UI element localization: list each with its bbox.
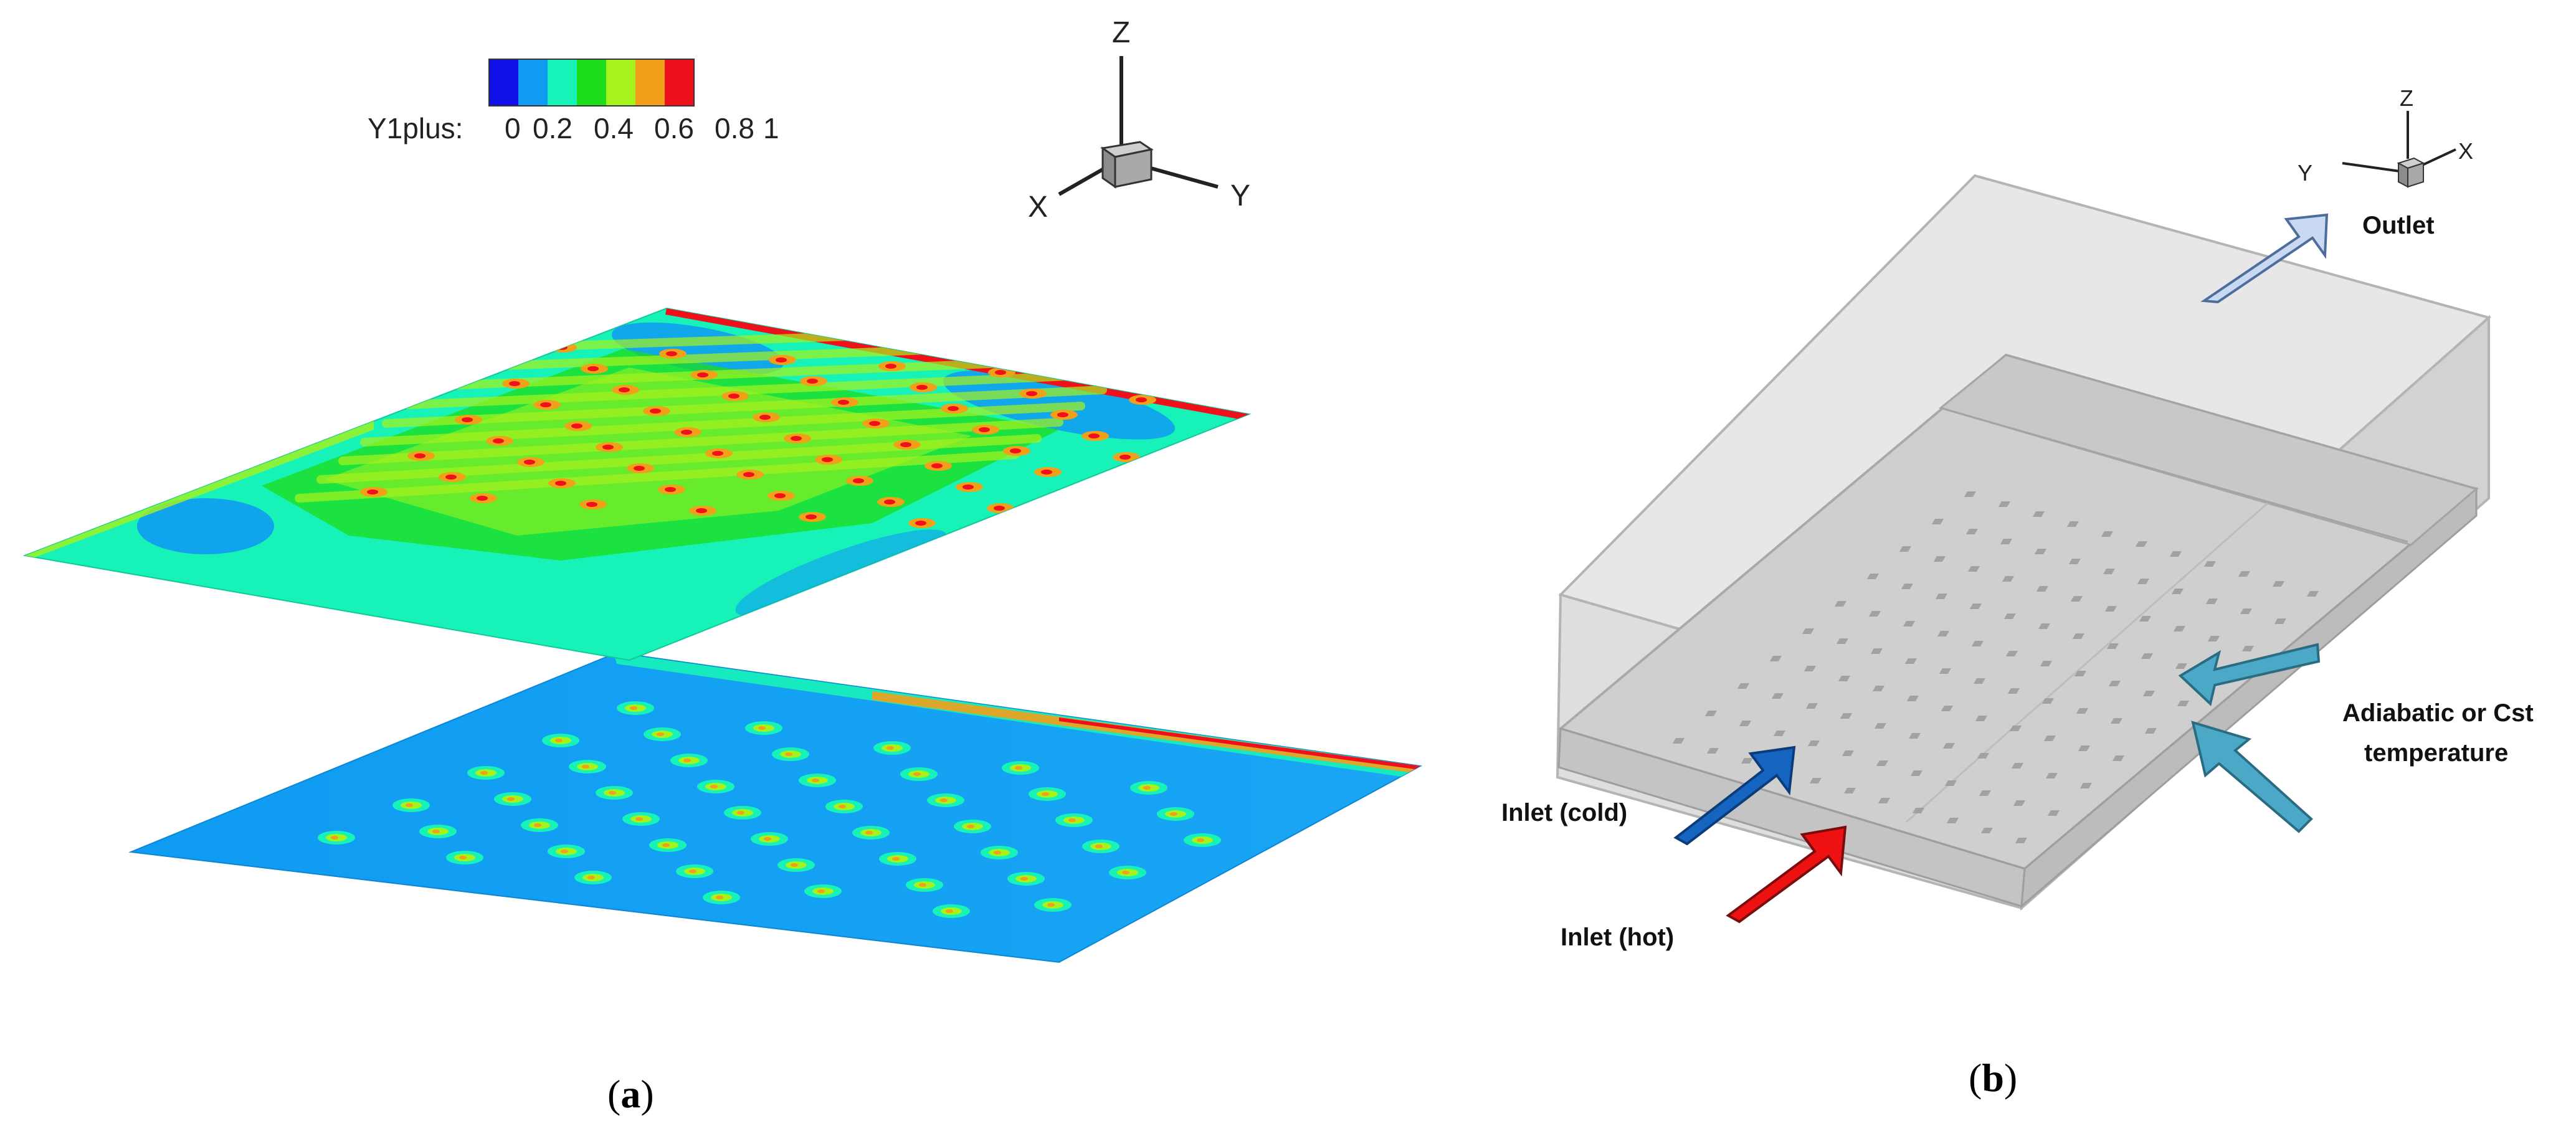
- legend-label: Y1plus:: [368, 112, 463, 144]
- legend-tick-label: 0.2: [533, 112, 573, 144]
- legend-swatch: [577, 59, 606, 106]
- label-wall-line1: Adiabatic or Cst: [2342, 699, 2534, 727]
- wall-arrow-upper: [2178, 643, 2321, 706]
- y1plus-color-legend: Y1plus: 0 0.2 0.4 0.6 0.8 1: [368, 59, 779, 144]
- legend-tick-label: 0.4: [594, 112, 634, 144]
- inlet-hot-arrow: [1726, 825, 1847, 924]
- axis-triad-a: Z X Y: [1028, 16, 1250, 224]
- caption-b: (b): [1969, 1056, 2017, 1100]
- axis-label-z-b: Z: [2400, 85, 2413, 111]
- panel-b: Z Y X Outlet Inlet (cold) Inlet (hot) Ad…: [1501, 85, 2534, 1100]
- label-inlet-cold: Inlet (cold): [1501, 799, 1627, 826]
- axis-label-y-b: Y: [2298, 160, 2312, 186]
- axis-triad-b: Z Y X: [2298, 85, 2473, 188]
- label-inlet-hot: Inlet (hot): [1561, 924, 1674, 951]
- lower-y1plus-contour-surface: [128, 651, 1423, 963]
- panel-a: Y1plus: 0 0.2 0.4 0.6 0.8 1 Z X Y: [22, 16, 1423, 1116]
- wall-arrow-lower: [2191, 721, 2313, 833]
- axis-label-y: Y: [1230, 179, 1250, 212]
- axis-label-z: Z: [1112, 16, 1130, 49]
- label-outlet: Outlet: [2362, 212, 2435, 239]
- axis-cube-icon: [1100, 141, 1154, 189]
- legend-tick-label: 0: [505, 112, 521, 144]
- inlet-cold-arrow: [1673, 745, 1796, 846]
- legend-color-bar: [488, 59, 695, 106]
- legend-tick-labels: 0 0.2 0.4 0.6 0.8 1: [505, 112, 779, 144]
- axis-cube-icon-b: [2397, 157, 2425, 188]
- upper-y1plus-contour-surface: [22, 307, 1252, 661]
- legend-swatch: [606, 59, 635, 106]
- domain-box: [1556, 174, 2492, 911]
- legend-swatch: [548, 59, 577, 106]
- label-wall-line2: temperature: [2364, 739, 2508, 767]
- axis-label-x-b: X: [2458, 138, 2473, 164]
- legend-tick-label: 0.8: [715, 112, 754, 144]
- legend-tick-label: 0.6: [654, 112, 694, 144]
- pin-fin-array: [1672, 491, 2319, 843]
- legend-swatch: [518, 59, 548, 106]
- legend-swatch: [489, 59, 518, 106]
- legend-swatch: [665, 59, 694, 106]
- legend-tick-label: 1: [763, 112, 779, 144]
- caption-a: (a): [607, 1072, 654, 1116]
- outlet-arrow: [2200, 213, 2329, 304]
- legend-swatch: [635, 59, 665, 106]
- axis-label-x: X: [1028, 191, 1048, 224]
